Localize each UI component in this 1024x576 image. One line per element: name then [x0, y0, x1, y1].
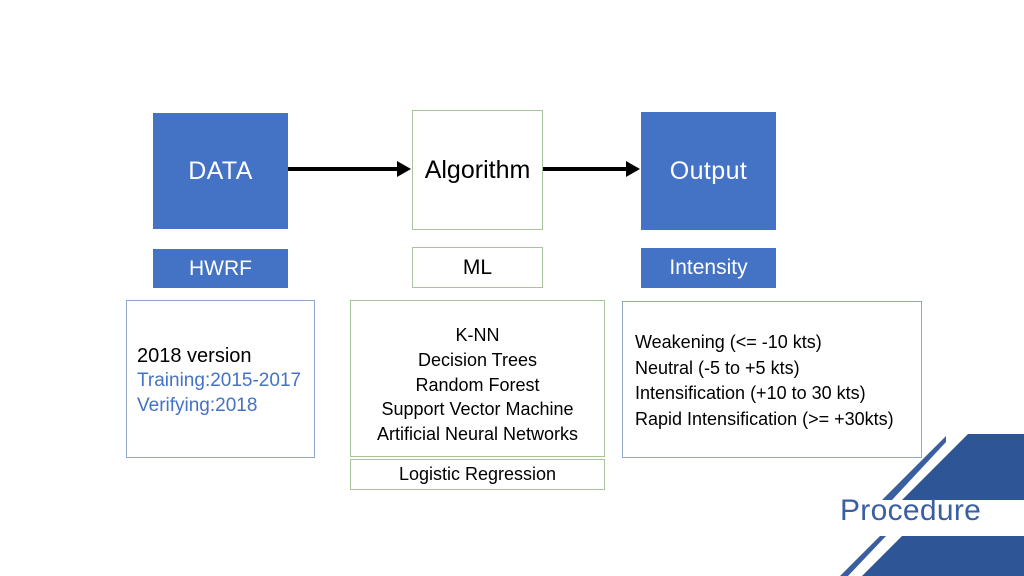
flow-box-algorithm-label: Algorithm [424, 155, 531, 184]
panel-data-details: 2018 version Training:2015-2017 Verifyin… [126, 300, 315, 458]
flow-box-output[interactable]: Output [641, 112, 776, 230]
footer-decoration: Procedure [794, 416, 1024, 576]
label-bar-intensity[interactable]: Intensity [641, 248, 776, 288]
label-bar-hwrf[interactable]: HWRF [153, 249, 288, 288]
outline-triangle-lower-icon [840, 536, 886, 576]
method-item: K-NN [455, 325, 500, 345]
label-bar-hwrf-text: HWRF [189, 256, 252, 280]
method-item: Random Forest [415, 374, 540, 395]
data-verifying-range: Verifying:2018 [137, 394, 258, 416]
output-category-item: Neutral (-5 to +5 kts) [635, 357, 800, 378]
arrow-data-to-algorithm-head [397, 161, 411, 177]
flow-box-output-label: Output [669, 156, 748, 185]
label-bar-ml[interactable]: ML [412, 247, 543, 288]
outline-triangle-upper-icon [882, 436, 946, 500]
panel-data-details-content: 2018 version Training:2015-2017 Verifyin… [137, 343, 308, 418]
panel-algorithm-methods: K-NN Decision Trees Random Forest Suppor… [350, 300, 605, 457]
method-item: Decision Trees [417, 349, 538, 370]
panel-logistic-regression: Logistic Regression [350, 459, 605, 490]
method-item: Artificial Neural Networks [376, 424, 579, 445]
solid-triangle-lower-icon [862, 536, 1024, 576]
label-bar-intensity-text: Intensity [669, 256, 748, 279]
label-bar-ml-text: ML [462, 255, 493, 279]
panel-output-categories: Weakening (<= -10 kts) Neutral (-5 to +5… [622, 301, 922, 458]
data-training-range: Training:2015-2017 [137, 370, 302, 391]
solid-triangle-upper-icon [902, 434, 1024, 500]
method-item-logistic-regression: Logistic Regression [398, 464, 557, 484]
flow-box-data[interactable]: DATA [153, 113, 288, 229]
flow-box-algorithm[interactable]: Algorithm [412, 110, 543, 230]
method-item: Support Vector Machine [381, 399, 574, 420]
footer-decoration-shapes [840, 434, 1024, 576]
output-category-item: Weakening (<= -10 kts) [635, 332, 822, 352]
panel-output-categories-content: Weakening (<= -10 kts) Neutral (-5 to +5… [635, 330, 915, 432]
output-category-item: Intensification (+10 to 30 kts) [635, 383, 866, 404]
flow-box-data-label: DATA [188, 156, 253, 185]
panel-algorithm-methods-content: K-NN Decision Trees Random Forest Suppor… [351, 323, 604, 447]
output-category-item: Rapid Intensification (>= +30kts) [635, 408, 894, 429]
footer-label: Procedure [840, 494, 982, 527]
arrow-algorithm-to-output-head [626, 161, 640, 177]
arrow-data-to-algorithm-line [288, 167, 398, 171]
arrow-algorithm-to-output-line [543, 167, 627, 171]
data-version-title: 2018 version [137, 345, 252, 367]
